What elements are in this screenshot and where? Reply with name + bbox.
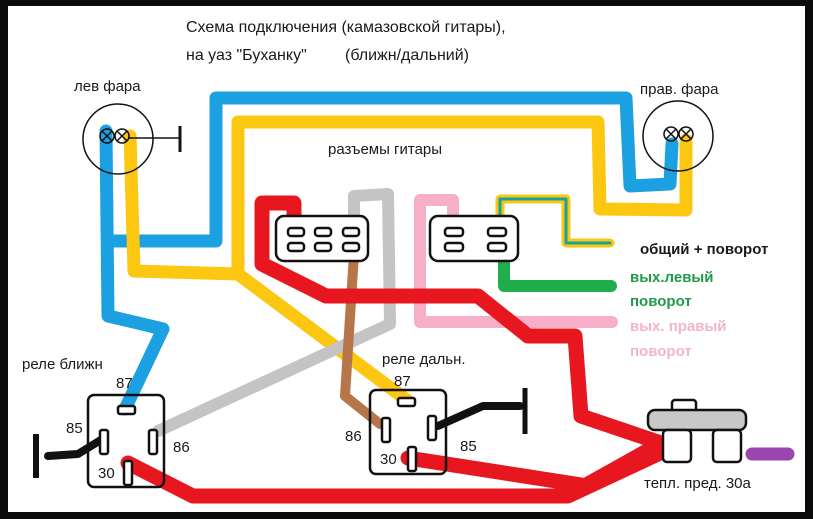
high-relay-pin-85: 85 <box>460 438 477 455</box>
wire-blue-top <box>101 91 679 248</box>
right-headlight <box>642 100 714 172</box>
wire-ground-low <box>44 434 108 460</box>
high-relay-pin-30: 30 <box>380 451 397 468</box>
wire-blue <box>99 124 170 416</box>
high-relay-pin-86: 86 <box>345 428 362 445</box>
diagram-title-line1: Схема подключения (камазовской гитары), <box>186 19 506 36</box>
wire-pink <box>414 194 618 328</box>
wire-red-bottom <box>120 438 666 504</box>
low-relay-pin-86: 86 <box>173 439 190 456</box>
high-beam-relay-label: реле дальн. <box>382 351 466 368</box>
low-relay-pin-85: 85 <box>66 420 83 437</box>
right-headlight-label: прав. фара <box>640 81 719 98</box>
guitar-connector-right <box>428 214 520 263</box>
diagram-title-line2-b: (ближн/дальний) <box>345 47 469 64</box>
left-headlight <box>82 103 182 175</box>
wire-gray <box>152 188 396 437</box>
wire-red-top <box>254 195 666 450</box>
wire-ground-high <box>434 402 524 430</box>
wire-red-highbeam <box>400 450 596 494</box>
guitar-connector-left <box>274 214 370 263</box>
diagram-title-line2-a: на уаз "Буханку" <box>186 47 307 64</box>
low-beam-relay-label: реле ближн <box>22 356 103 373</box>
thermal-fuse <box>646 398 748 464</box>
legend-right-turn-line1: вых. правый <box>630 318 727 335</box>
relay-low-beam <box>86 393 166 489</box>
wire-green <box>498 244 617 292</box>
legend-left-turn-line2: поворот <box>630 293 692 310</box>
thermal-fuse-label: тепл. пред. 30а <box>644 475 751 492</box>
low-relay-pin-87: 87 <box>116 375 133 392</box>
guitar-connectors-label: разъемы гитары <box>328 141 443 158</box>
diagram-drawing <box>33 91 795 504</box>
high-relay-pin-87: 87 <box>394 373 411 390</box>
legend-left-turn-line1: вых.левый <box>630 269 714 286</box>
legend-right-turn-line2: поворот <box>630 343 692 360</box>
wire-common-teal <box>498 197 612 245</box>
wire-yellow <box>123 115 693 281</box>
low-relay-pin-30: 30 <box>98 465 115 482</box>
wiring-diagram: Схема подключения (камазовской гитары), … <box>8 6 805 512</box>
relay-high-beam <box>368 388 448 476</box>
wire-yellow-highbeam <box>231 267 415 408</box>
legend-common-turn: общий + поворот <box>640 241 769 258</box>
left-headlight-label: лев фара <box>74 78 141 95</box>
